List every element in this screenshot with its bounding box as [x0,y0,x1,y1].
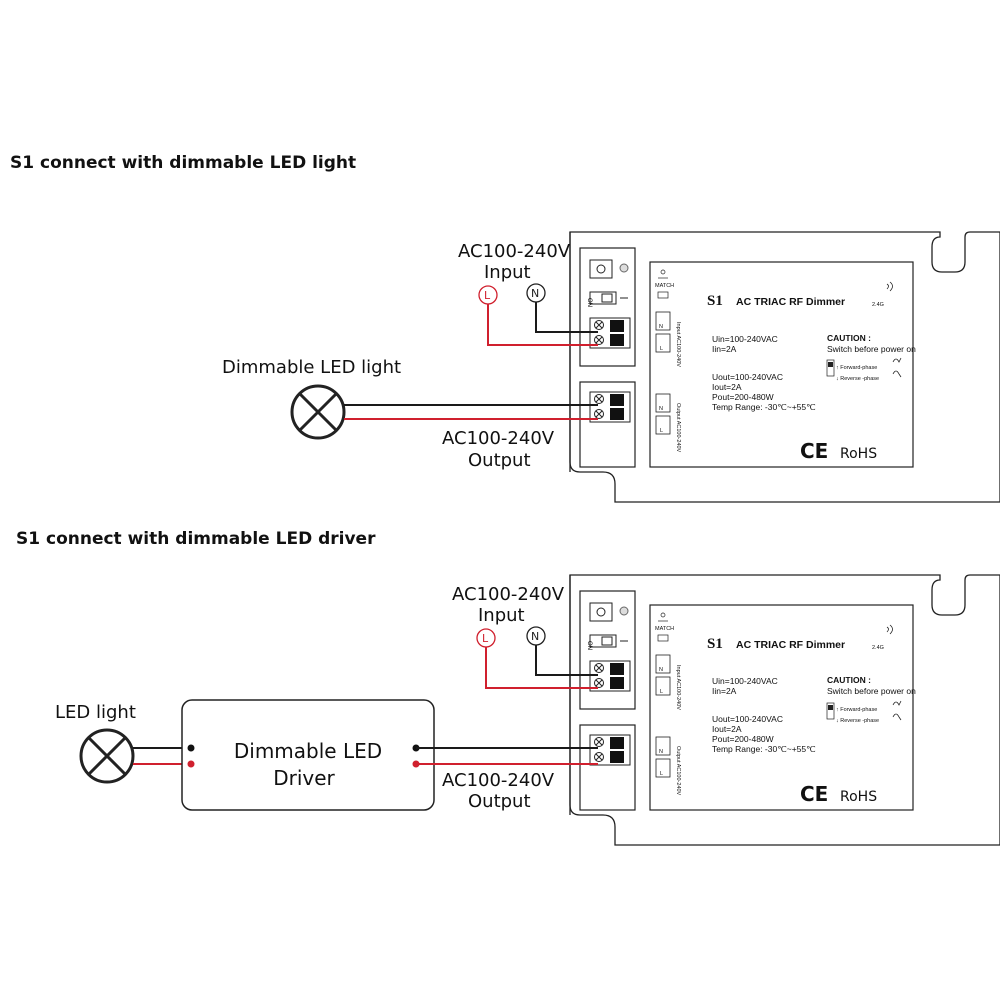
driver-label-1: Dimmable LED [234,739,382,763]
output-spec-4: Temp Range: -30℃~+55℃ [712,744,816,754]
forward-phase-label: ↑ Forward-phase [836,707,877,713]
terminal-n-label: N [659,324,663,330]
led-bulb-icon [79,728,135,784]
output-terminal-label: Output AC100-240V [675,403,681,453]
product-name: AC TRIAC RF Dimmer [736,296,845,308]
terminal-l-label: L [660,771,663,777]
caution-title: CAUTION : [827,675,871,685]
rohs-mark: RoHS [840,446,877,462]
output-label: Output [468,791,531,812]
reverse-phase-label: ↓ Reverse -phase [836,718,879,724]
terminal-l-label: L [660,428,663,434]
led-light-label: LED light [55,702,136,723]
terminal-n-label: N [659,406,663,412]
output-terminal-label: Output AC100-240V [675,746,681,796]
terminal-n-label: N [659,667,663,673]
terminal-l-label: L [660,346,663,352]
load-label: Dimmable LED light [222,357,401,378]
input-spec-2: Iin=2A [712,344,737,354]
dimmer-device-2 [569,574,1000,846]
live-label: L [484,289,491,302]
ce-mark: CE [800,782,828,806]
caution-text: Switch before power on [827,344,916,354]
input-terminal-label: Input AC100-240V [675,665,681,710]
input-live-wire [487,304,598,346]
caution-text: Switch before power on [827,686,916,696]
product-name: AC TRIAC RF Dimmer [736,639,845,651]
ce-mark: CE [800,439,828,463]
output-spec-1: Uout=100-240VAC [712,714,783,724]
led-driver-box [181,699,435,811]
led-bulb-icon [290,384,346,440]
neutral-label: N [531,630,539,643]
input-neutral-wire [535,645,598,676]
section-1-title: S1 connect with dimmable LED light [10,153,356,173]
output-label: Output [468,450,531,471]
input-label: Input [478,605,525,626]
driver-terminal-dot [187,760,195,768]
dimmer-label-panel-1: S1 AC TRIAC RF Dimmer 2.4G MATCH Uin=100… [655,283,916,463]
output-spec-2: Iout=2A [712,382,742,392]
input-spec-1: Uin=100-240VAC [712,334,778,344]
forward-phase-label: ↑ Forward-phase [836,365,877,371]
model-label: S1 [707,636,723,652]
wireless-label: 2.4G [872,302,884,308]
live-label: L [482,632,489,645]
output-spec-4: Temp Range: -30℃~+55℃ [712,402,816,412]
input-terminal-label: Input AC100-240V [675,322,681,367]
model-label: S1 [707,293,723,309]
driver-label-2: Driver [273,766,335,790]
neutral-label: N [531,287,539,300]
input-live-wire [485,647,598,689]
input-spec-2: Iin=2A [712,686,737,696]
input-spec-1: Uin=100-240VAC [712,676,778,686]
input-voltage-label: AC100-240V [452,584,565,605]
terminal-l-label: L [660,689,663,695]
output-voltage-label: AC100-240V [442,428,555,449]
output-spec-1: Uout=100-240VAC [712,372,783,382]
output-voltage-label: AC100-240V [442,770,555,791]
dimmer-label-panel-2: S1 AC TRIAC RF Dimmer 2.4G MATCH Uin=100… [655,626,916,806]
output-spec-2: Iout=2A [712,724,742,734]
rohs-mark: RoHS [840,789,877,805]
terminal-n-label: N [659,749,663,755]
input-neutral-wire [535,302,598,333]
driver-terminal-dot [187,744,195,752]
match-label: MATCH [655,283,674,289]
output-spec-3: Pout=200-480W [712,392,774,402]
input-voltage-label: AC100-240V [458,241,571,262]
caution-title: CAUTION : [827,333,871,343]
section-2-title: S1 connect with dimmable LED driver [16,529,376,549]
reverse-phase-label: ↓ Reverse -phase [836,376,879,382]
input-label: Input [484,262,531,283]
dimmer-device-1 [569,231,1000,503]
wireless-label: 2.4G [872,645,884,651]
output-spec-3: Pout=200-480W [712,734,774,744]
match-label: MATCH [655,626,674,632]
